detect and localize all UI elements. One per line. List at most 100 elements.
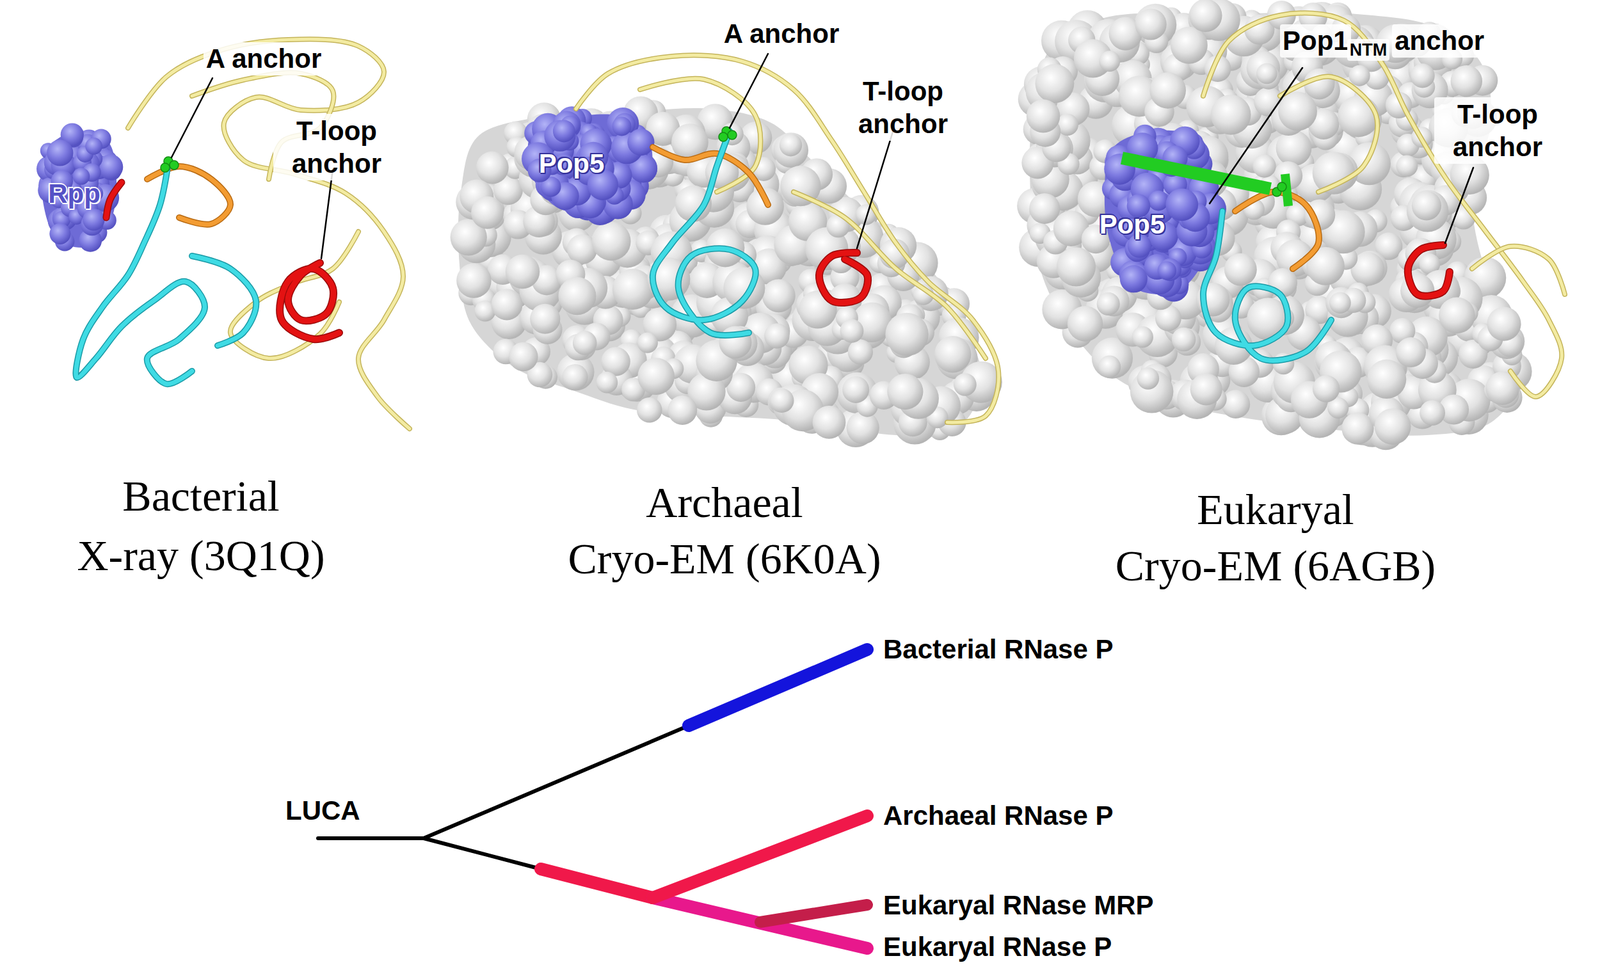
protein-label: Rpp	[48, 177, 101, 210]
protein-surface-bump	[667, 395, 697, 425]
rna-backbone-core	[230, 231, 359, 359]
rna-helix-outline	[1235, 192, 1320, 269]
protein-surface-bump	[764, 323, 790, 349]
structure-id: X-ray (3Q1Q)	[76, 529, 325, 583]
protein-surface-bump	[846, 411, 880, 445]
rna-backbone-core	[576, 55, 999, 423]
protein-surface-bump	[1098, 50, 1120, 72]
protein-surface-bump	[1419, 400, 1446, 426]
leader-line	[1209, 67, 1303, 204]
tree-branch	[540, 869, 653, 898]
protein-surface-bump	[1276, 130, 1312, 167]
rpp-protein-bump	[85, 137, 103, 155]
t-loop	[1408, 245, 1450, 297]
t-loop-outline	[819, 252, 868, 303]
pop5-protein-bump	[1120, 264, 1148, 293]
pop5-protein-bump	[544, 120, 576, 152]
rna-backbone-outline	[1472, 246, 1565, 295]
rna-domain-core	[1203, 211, 1332, 361]
panel-caption: Eukaryal	[1196, 483, 1354, 537]
protein-surface-bump	[1450, 65, 1483, 97]
protein-surface-bump	[887, 373, 923, 410]
rna-helix-core	[1235, 192, 1320, 269]
rna-backbone	[576, 55, 999, 423]
rpp-protein-bump	[82, 208, 105, 231]
protein-surface-bump	[1137, 367, 1160, 390]
pop1-helix	[1121, 158, 1271, 189]
protein-surface-bump	[885, 312, 928, 356]
protein-surface-bump	[508, 342, 539, 372]
protein-surface-base	[1029, 12, 1522, 436]
rna-backbone-core	[793, 192, 986, 359]
protein-surface-bump	[1486, 307, 1521, 342]
anchor-label: T-loop anchor	[273, 113, 400, 181]
protein-surface-bump	[1246, 51, 1280, 85]
protein-surface-bump	[1149, 72, 1186, 109]
protein-surface-bump	[471, 196, 504, 230]
pop5-protein-bump	[1157, 261, 1177, 280]
rna-backbone	[1472, 246, 1565, 295]
protein-surface-bump	[1256, 63, 1277, 84]
rna-backbone	[793, 192, 986, 359]
pop5-protein-bump	[1148, 190, 1169, 212]
leader-line	[729, 53, 768, 128]
tree-branch	[423, 838, 541, 870]
pop5-protein-bump	[612, 116, 632, 136]
tree-leaf-label: Eukaryal RNase MRP	[883, 889, 1154, 922]
protein-surface-bump	[1410, 63, 1435, 88]
protein-surface-bump	[1190, 373, 1223, 406]
protein-surface-bump	[1096, 292, 1120, 316]
tree-leaf-label: Bacterial RNase P	[883, 633, 1114, 666]
rna-backbone-outline	[128, 39, 410, 429]
rna-domain-core	[192, 256, 256, 346]
protein-surface-bump	[1349, 65, 1371, 87]
protein-surface-bump	[612, 268, 654, 310]
molecular-structures	[36, 0, 1565, 450]
rna-backbone-outline	[1203, 12, 1562, 397]
rna-backbone-outline	[640, 78, 761, 192]
protein-surface-bump	[1395, 337, 1426, 368]
protein-surface-bump	[779, 133, 802, 157]
protein-surface-bump	[572, 330, 598, 356]
protein-surface	[1016, 0, 1532, 450]
anchor-label: Pop1	[1280, 24, 1352, 58]
rna-strand-outline	[106, 182, 122, 218]
a-anchor-atoms	[160, 163, 170, 173]
anchor-label: anchor	[1392, 24, 1487, 58]
tree-branch	[688, 649, 868, 726]
panel-caption: Archaeal	[645, 476, 803, 530]
t-loop	[819, 252, 868, 303]
protein-surface-bump	[1056, 247, 1096, 287]
t-loop-core	[279, 263, 340, 340]
rna-helix	[1235, 192, 1320, 269]
protein-surface-bump	[769, 388, 794, 413]
rna-backbone-core	[640, 78, 761, 192]
rna-domain-core	[652, 131, 756, 336]
structure-id: Cryo-EM (6AGB)	[1115, 540, 1437, 593]
protein-surface-bump	[1067, 305, 1103, 342]
anchor-label: T-loop anchor	[839, 74, 967, 141]
protein-label: Pop5	[1099, 208, 1166, 241]
tree-leaf-label: Archaeal RNase P	[883, 800, 1114, 832]
leader-lines	[171, 53, 1474, 259]
rna-domain	[1203, 211, 1332, 361]
protein-surface-bump	[1395, 154, 1418, 177]
phylogenetic-tree	[318, 649, 868, 949]
protein-surface-bump	[558, 277, 596, 315]
protein-surface-bump	[812, 405, 847, 440]
protein-surface-bump	[490, 289, 523, 321]
a-anchor-atoms	[718, 132, 728, 142]
protein-surface-bump	[1221, 389, 1251, 419]
protein-surface-bump	[1189, 0, 1222, 32]
subscript: NTM	[1347, 39, 1390, 61]
protein-surface-bump	[1341, 412, 1374, 445]
rna-backbone	[1280, 76, 1378, 192]
rna-backbone-outline	[1280, 76, 1378, 192]
protein-surface-bump	[1278, 92, 1318, 132]
structure-id: Cryo-EM (6K0A)	[567, 533, 881, 586]
protein-surface-bump	[1098, 355, 1121, 379]
leader-line	[1445, 167, 1474, 244]
a-anchor-atoms	[169, 160, 179, 170]
protein-surface-bump	[1029, 193, 1060, 224]
